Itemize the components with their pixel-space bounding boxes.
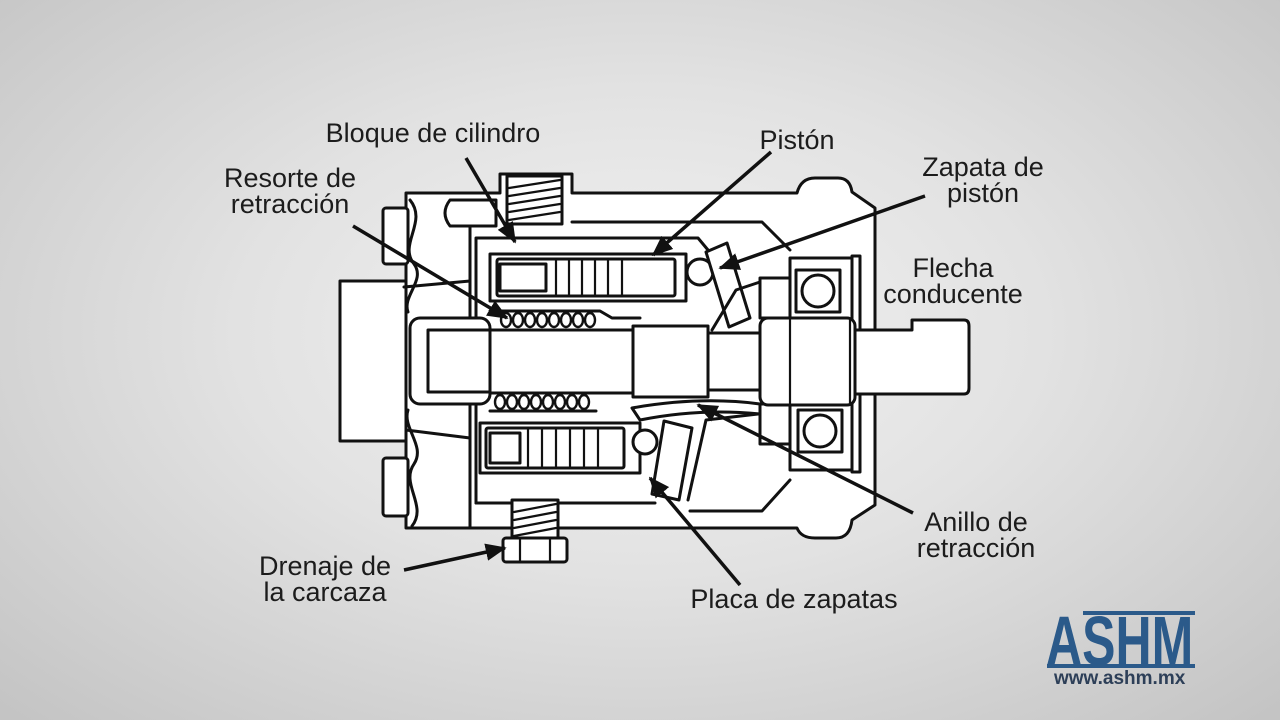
drain-plug-thread	[512, 518, 558, 530]
shaft-body	[488, 328, 635, 395]
label-line: la carcaza	[263, 577, 387, 607]
spring-coil	[523, 311, 537, 329]
leader-arrows	[352, 150, 926, 587]
label-line: retracción	[230, 189, 350, 219]
label-case-drain: Drenaje de la carcaza	[195, 551, 455, 607]
spring-coil	[529, 393, 543, 411]
retraction-spring-upper	[488, 309, 642, 329]
label-line: Flecha	[912, 253, 994, 283]
top-plug-thread	[507, 178, 562, 190]
shaft-bearing-hub	[758, 316, 857, 407]
rear-port-block	[338, 279, 412, 443]
spring-coil	[559, 311, 573, 329]
housing-inner-wall-bottom	[688, 478, 792, 513]
bearing-ball-top	[800, 273, 836, 309]
drain-plug-thread	[512, 510, 558, 522]
label-piston: Pistón	[667, 125, 927, 155]
label-retraction-ring: Anillo de retracción	[846, 507, 1106, 563]
case-drain-plug	[501, 498, 569, 564]
lower-piston-assembly	[478, 412, 760, 502]
upper-piston-head	[498, 262, 548, 293]
end-cap-port-line-top	[402, 279, 472, 289]
logo-website: www.ashm.mx	[1054, 668, 1186, 689]
label-piston-shoe: Zapata de pistón	[853, 152, 1113, 208]
drain-plug-thread	[512, 526, 558, 538]
spring-coil	[541, 393, 555, 411]
spring-coil	[493, 393, 507, 411]
spring-retainer-upper	[488, 309, 642, 320]
label-line: Anillo de	[924, 507, 1028, 537]
retraction-ring	[630, 399, 762, 422]
label-line: Bloque de cilindro	[325, 118, 541, 148]
spring-coil	[565, 393, 579, 411]
drain-plug-thread	[512, 502, 558, 514]
arrow-retraction-ring	[696, 403, 914, 515]
label-drive-shaft: Flecha conducente	[823, 253, 1083, 309]
arrow-piston	[651, 150, 773, 257]
lower-piston-ball	[631, 428, 659, 456]
top-plug-thread	[507, 210, 562, 222]
label-line: conducente	[883, 279, 1023, 309]
spring-coil	[571, 311, 585, 329]
label-line: retracción	[916, 533, 1036, 563]
arrow-piston-shoe	[718, 194, 926, 270]
locating-pin	[443, 198, 498, 228]
arrow-shoe-plate	[648, 476, 742, 587]
top-port-plug	[505, 174, 564, 226]
label-shoe-plate: Placa de zapatas	[664, 584, 924, 614]
shaft-collar	[631, 324, 710, 399]
top-plug-thread	[507, 186, 562, 198]
label-retraction-spring: Resorte de retracción	[160, 163, 420, 219]
front-seal-top	[758, 276, 792, 320]
spring-coil	[553, 393, 567, 411]
housing-inner-wall-top	[570, 220, 792, 252]
label-line: Drenaje de	[258, 551, 392, 581]
lower-piston-head	[488, 431, 522, 465]
ashm-logo: ASHM www.ashm.mx	[1040, 600, 1210, 700]
label-line: Resorte de	[223, 163, 357, 193]
top-plug-thread	[507, 194, 562, 206]
label-line: Placa de zapatas	[690, 584, 898, 614]
top-plug-thread	[507, 202, 562, 214]
retraction-spring-lower	[488, 393, 598, 413]
logo-top-bar	[1083, 611, 1195, 615]
logo-bottom-bar	[1047, 664, 1195, 668]
mounting-bolt-bottom	[381, 456, 410, 518]
spring-coil	[577, 393, 591, 411]
spring-coil	[583, 311, 597, 329]
drain-plug-hex-head	[501, 536, 569, 564]
spring-coil	[505, 393, 519, 411]
arrow-case-drain	[403, 543, 507, 572]
label-line: Zapata de	[922, 152, 1044, 182]
pump-drawing	[338, 172, 971, 564]
label-line: Pistón	[759, 125, 835, 155]
label-line: pistón	[946, 178, 1020, 208]
end-cap-port-line-bottom	[404, 428, 472, 440]
arrow-cylinder-block	[464, 157, 517, 244]
upper-piston-assembly	[488, 241, 762, 332]
spring-coil	[547, 311, 561, 329]
mounting-bolt-top	[381, 206, 410, 266]
output-shaft	[853, 318, 971, 396]
shaft-neck	[706, 331, 762, 392]
spring-coil	[511, 311, 525, 329]
upper-piston-shoe	[704, 241, 752, 329]
bearing-ball-bottom	[802, 413, 838, 449]
arrow-retraction-spring	[352, 224, 509, 320]
spring-coil	[517, 393, 531, 411]
upper-shoe-plate-edge	[710, 280, 762, 332]
spring-coil	[535, 311, 549, 329]
label-cylinder-block: Bloque de cilindro	[303, 118, 563, 148]
drive-shaft-assembly	[408, 316, 971, 407]
shaft-rear-bore	[426, 328, 492, 394]
